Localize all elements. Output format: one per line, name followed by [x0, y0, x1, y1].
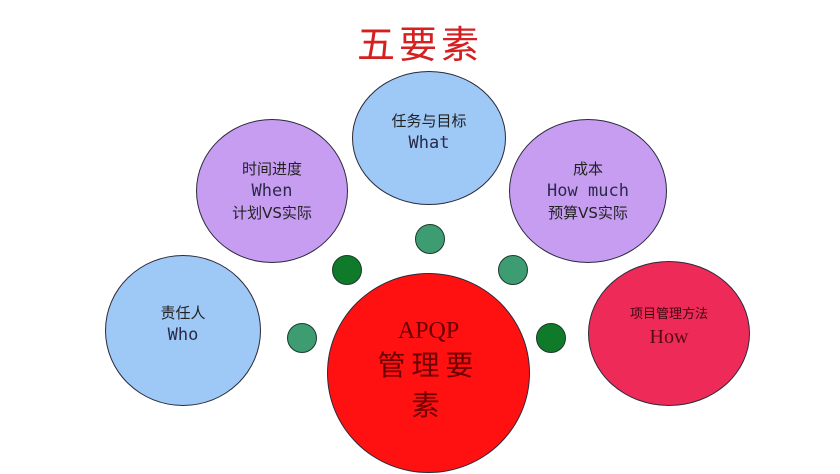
node-what: 任务与目标 What [352, 71, 506, 205]
node-how: 项目管理方法 How [588, 261, 750, 406]
node-how-much-sub: 预算VS实际 [548, 204, 628, 222]
node-who-en: Who [167, 324, 199, 345]
node-when: 时间进度 When 计划VS实际 [196, 119, 348, 263]
node-center-apqp: APQP 管理要 素 [327, 273, 530, 473]
node-what-en: What [408, 133, 450, 153]
node-how-cn: 项目管理方法 [629, 306, 708, 322]
center-title-cn-1: 管理要 [377, 349, 480, 382]
diagram-title: 五要素 [356, 23, 483, 67]
center-title-cn-2: 素 [411, 389, 446, 422]
node-when-sub: 计划VS实际 [232, 204, 312, 222]
node-when-en: When [251, 181, 293, 201]
node-who-cn: 责任人 [160, 303, 206, 322]
connector-dot-top [415, 224, 445, 254]
connector-dot-lower-left [287, 323, 317, 353]
center-title-en: APQP [397, 318, 460, 344]
node-how-much-en: How much [547, 181, 629, 201]
connector-dot-upper-right [498, 255, 528, 285]
node-what-cn: 任务与目标 [391, 112, 467, 130]
node-how-en: How [649, 325, 689, 348]
connector-dot-lower-right [536, 323, 566, 353]
node-how-much-cn: 成本 [572, 160, 603, 178]
node-how-much: 成本 How much 预算VS实际 [509, 119, 667, 263]
connector-dot-upper-left [332, 255, 362, 285]
node-who: 责任人 Who [105, 255, 261, 406]
node-when-cn: 时间进度 [241, 160, 302, 178]
